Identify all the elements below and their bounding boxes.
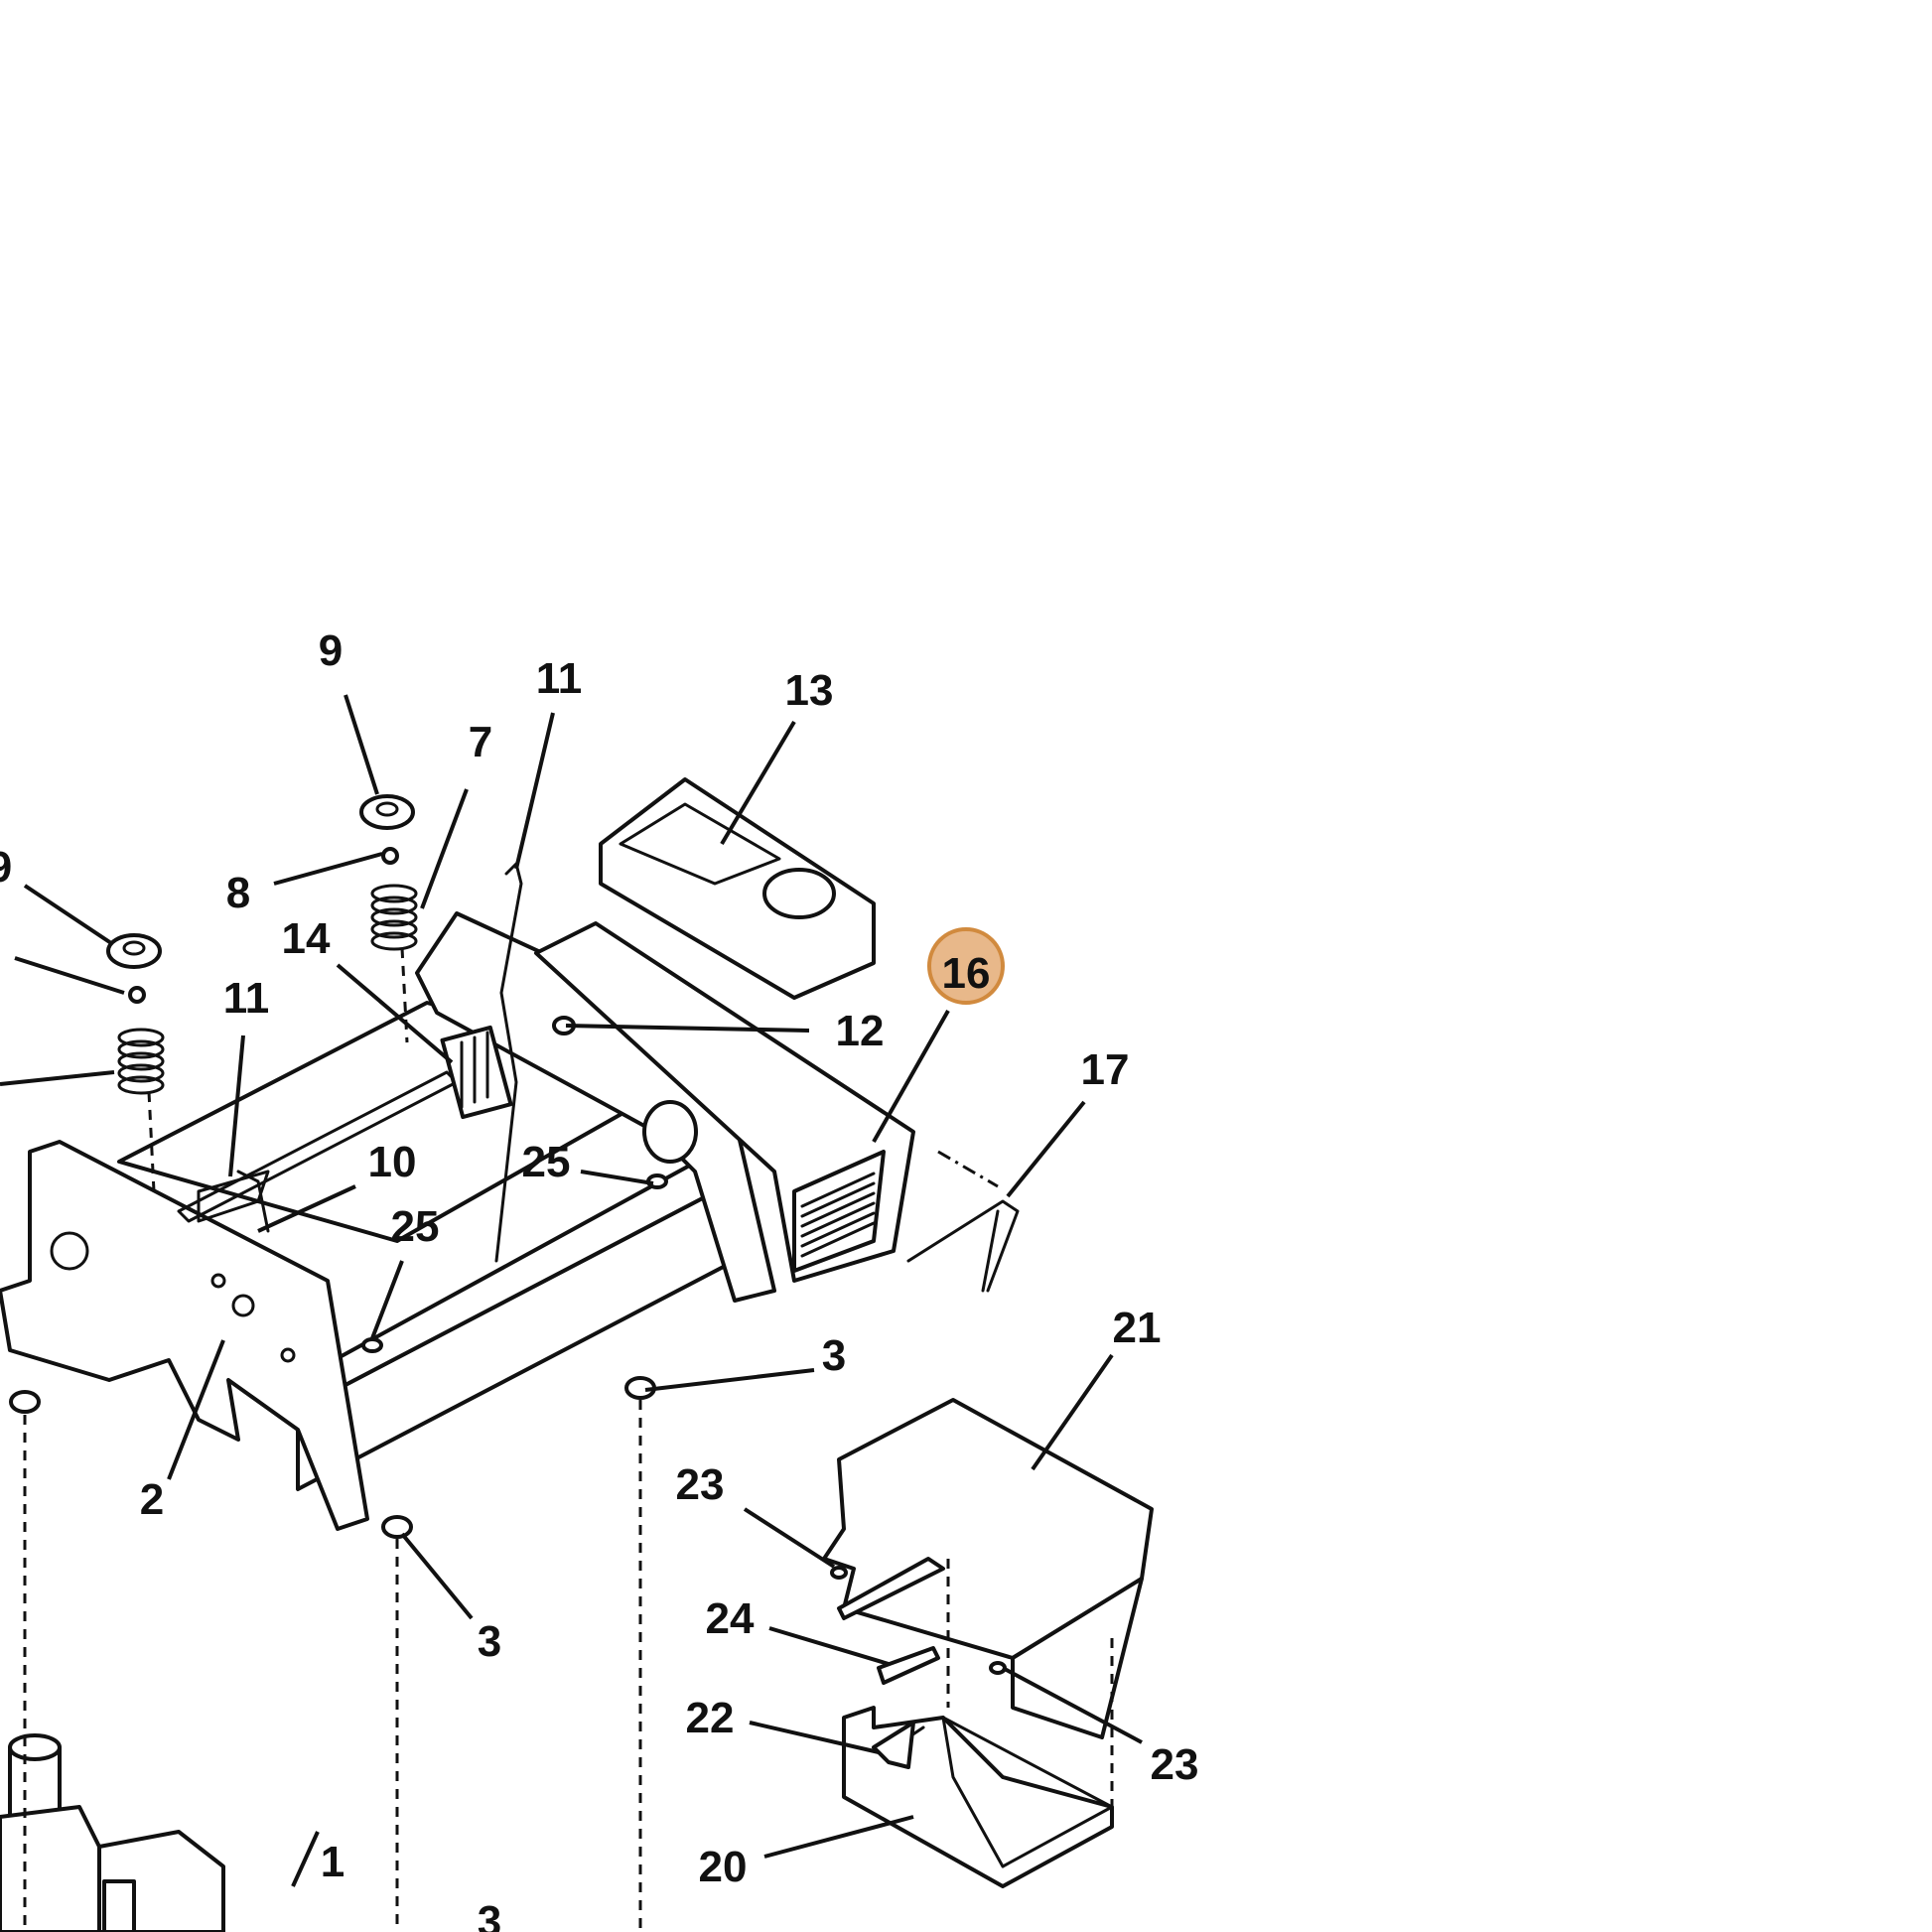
callout-7: 7 (469, 718, 492, 766)
callout-3-right: 3 (822, 1331, 846, 1380)
battery-cover-part (822, 1398, 1154, 1739)
callout-9-left: 9 (0, 843, 12, 892)
callout-13: 13 (785, 666, 834, 715)
callout-10: 10 (368, 1138, 417, 1186)
spring-assembly-left (106, 933, 165, 1095)
callout-3-middle: 3 (478, 1617, 501, 1666)
callout-14: 14 (282, 914, 331, 963)
callout-8: 8 (226, 869, 250, 917)
alignment-lines (23, 947, 1114, 1932)
fastener-parts (9, 1016, 1007, 1675)
spring-assembly-right (359, 794, 418, 951)
battery-tray-part (842, 1706, 1114, 1888)
handle-part (906, 1199, 1020, 1293)
callout-12: 12 (836, 1007, 885, 1055)
callout-21: 21 (1113, 1304, 1162, 1352)
callout-11-lower: 11 (223, 974, 270, 1023)
leader-lines (0, 694, 1143, 1887)
tray-part (599, 777, 876, 1000)
callout-17: 17 (1081, 1045, 1130, 1094)
callout-24: 24 (706, 1594, 755, 1643)
callout-22: 22 (686, 1694, 735, 1742)
callout-2: 2 (140, 1475, 164, 1524)
latch-part (872, 1721, 915, 1769)
steering-base-part (0, 1733, 225, 1932)
callout-9-upper: 9 (319, 626, 343, 675)
callout-11-upper: 11 (536, 654, 583, 703)
callout-20: 20 (699, 1843, 748, 1891)
callout-23-right: 23 (1151, 1740, 1199, 1789)
callout-labels: 9 9 11 11 13 7 8 14 12 16 17 10 25 25 21… (0, 626, 1198, 1932)
callout-16: 16 (942, 949, 991, 998)
console-housing-part (534, 921, 915, 1283)
callout-25-right: 25 (522, 1138, 571, 1186)
callout-25-left: 25 (391, 1202, 440, 1251)
highlight-circle (927, 927, 1005, 1005)
callout-3-bottom: 3 (478, 1897, 501, 1932)
bracket-part (877, 1646, 940, 1685)
frame-part (0, 862, 776, 1531)
callout-23-left: 23 (676, 1460, 725, 1509)
callout-1: 1 (321, 1838, 345, 1886)
